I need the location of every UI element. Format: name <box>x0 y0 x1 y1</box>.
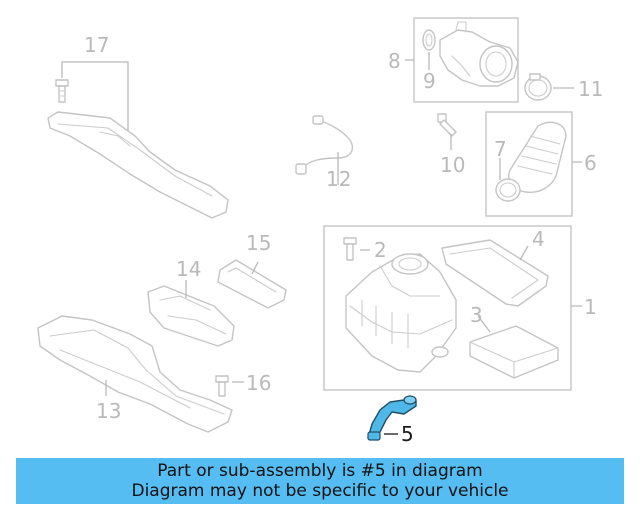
callout-3: 3 <box>470 303 483 327</box>
info-banner: Part or sub-assembly is #5 in diagram Di… <box>16 458 624 504</box>
part-10-bolt-group: 10 <box>437 113 465 177</box>
part-16-bolt-group: 16 <box>215 371 271 397</box>
bolt-icon <box>343 237 357 261</box>
bolt-icon <box>55 79 69 103</box>
callout-7: 7 <box>494 137 507 161</box>
bracket-14 <box>147 285 235 347</box>
callout-6: 6 <box>584 151 597 175</box>
callout-11: 11 <box>578 77 603 101</box>
part-12-sensor-group: 12 <box>295 115 354 191</box>
part-17-cover-group: 17 <box>47 33 229 219</box>
callout-1: 1 <box>584 295 597 319</box>
parts-diagram: 17 12 8 9 11 10 <box>37 17 603 446</box>
part-13-duct-group: 13 <box>37 315 233 433</box>
part-6-duct-group: 7 6 <box>485 111 597 217</box>
callout-13: 13 <box>96 399 121 423</box>
callout-17: 17 <box>84 33 109 57</box>
lower-duct <box>37 315 233 433</box>
callout-15: 15 <box>246 231 271 255</box>
callout-4: 4 <box>532 227 545 251</box>
air-filter-element <box>469 325 559 379</box>
bolt-icon <box>437 113 457 137</box>
part-15-bracket-group: 15 <box>217 231 287 309</box>
part-5-hose-group: 5 <box>367 395 417 446</box>
callout-2: 2 <box>374 238 387 262</box>
air-cleaner-lid <box>441 239 549 307</box>
callout-16: 16 <box>246 371 271 395</box>
callout-10: 10 <box>440 153 465 177</box>
part-14-bracket-group: 14 <box>147 257 235 347</box>
callout-8: 8 <box>388 49 401 73</box>
part-11-clamp-group: 11 <box>524 73 603 101</box>
part-8-throttle-group: 8 9 <box>388 17 519 103</box>
duct-clamp <box>495 178 521 202</box>
callout-12: 12 <box>326 167 351 191</box>
gasket-ring <box>422 29 436 51</box>
bracket-15 <box>217 259 287 309</box>
bolt-icon <box>215 375 229 397</box>
part-1-air-cleaner-group: 1 2 4 3 <box>323 225 597 391</box>
engine-cover <box>47 111 229 219</box>
callout-5: 5 <box>401 422 414 446</box>
callout-14: 14 <box>176 257 201 281</box>
banner-line-1: Part or sub-assembly is #5 in diagram <box>157 461 483 481</box>
callout-9: 9 <box>423 69 436 93</box>
sensor-wire <box>301 119 354 169</box>
banner-line-2: Diagram may not be specific to your vehi… <box>131 481 509 501</box>
intake-duct <box>508 121 567 193</box>
